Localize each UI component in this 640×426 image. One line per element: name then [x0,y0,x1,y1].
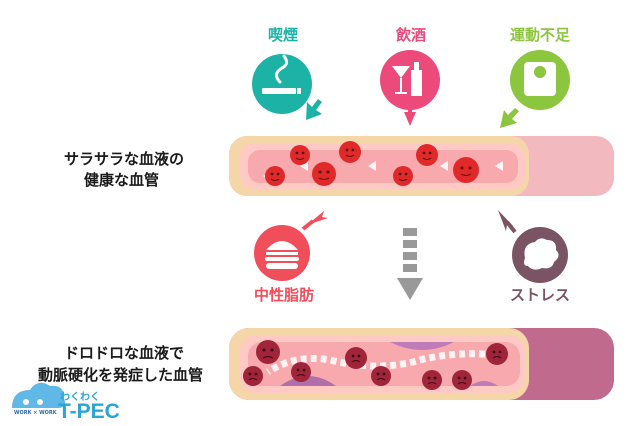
blood-cell [452,370,472,390]
drinking-icon [380,50,440,126]
blood-cell [312,162,336,186]
blood-cell [256,340,280,364]
factor-label-drinking: 飲酒 [395,26,426,44]
diseased-vessel [229,328,614,400]
logo-tagline: WORK × WORK [14,410,57,416]
blood-cell [371,366,391,386]
logo-graphic [12,382,66,408]
healthy-blood-cells [265,141,479,186]
blood-cell [243,366,263,386]
factor-label-stress: ストレス [509,286,570,304]
stress-icon [498,210,568,283]
blood-cell [290,145,310,165]
blood-cell [486,343,508,365]
down-arrow-icon [397,228,423,300]
burger-icon [254,211,328,281]
diseased-blood-cells [243,340,508,390]
smoking-icon [252,54,322,120]
healthy-vessel [229,136,614,196]
unhealthy-description-line1: ドロドロな血液で [64,344,185,362]
factor-label-fat: 中性脂肪 [253,286,314,304]
blood-cell [416,144,438,166]
healthy-description-line1: サラサラな血液の [64,150,185,168]
factor-label-exercise: 運動不足 [509,26,570,44]
logo-title: T-PEC [58,400,120,423]
scale-icon [500,50,570,128]
blood-cell [265,166,285,186]
blood-cell [393,166,413,186]
factor-label-smoking: 喫煙 [267,26,298,44]
unhealthy-description-line2: 動脈硬化を発症した血管 [38,366,204,384]
logo-subtitle: わくわく [60,392,100,403]
blood-cell [339,141,361,163]
healthy-description-line2: 健康な血管 [84,171,160,189]
blood-cell [291,362,311,382]
blood-cell [422,370,442,390]
blood-cell [453,157,479,183]
blood-cell [345,347,367,369]
